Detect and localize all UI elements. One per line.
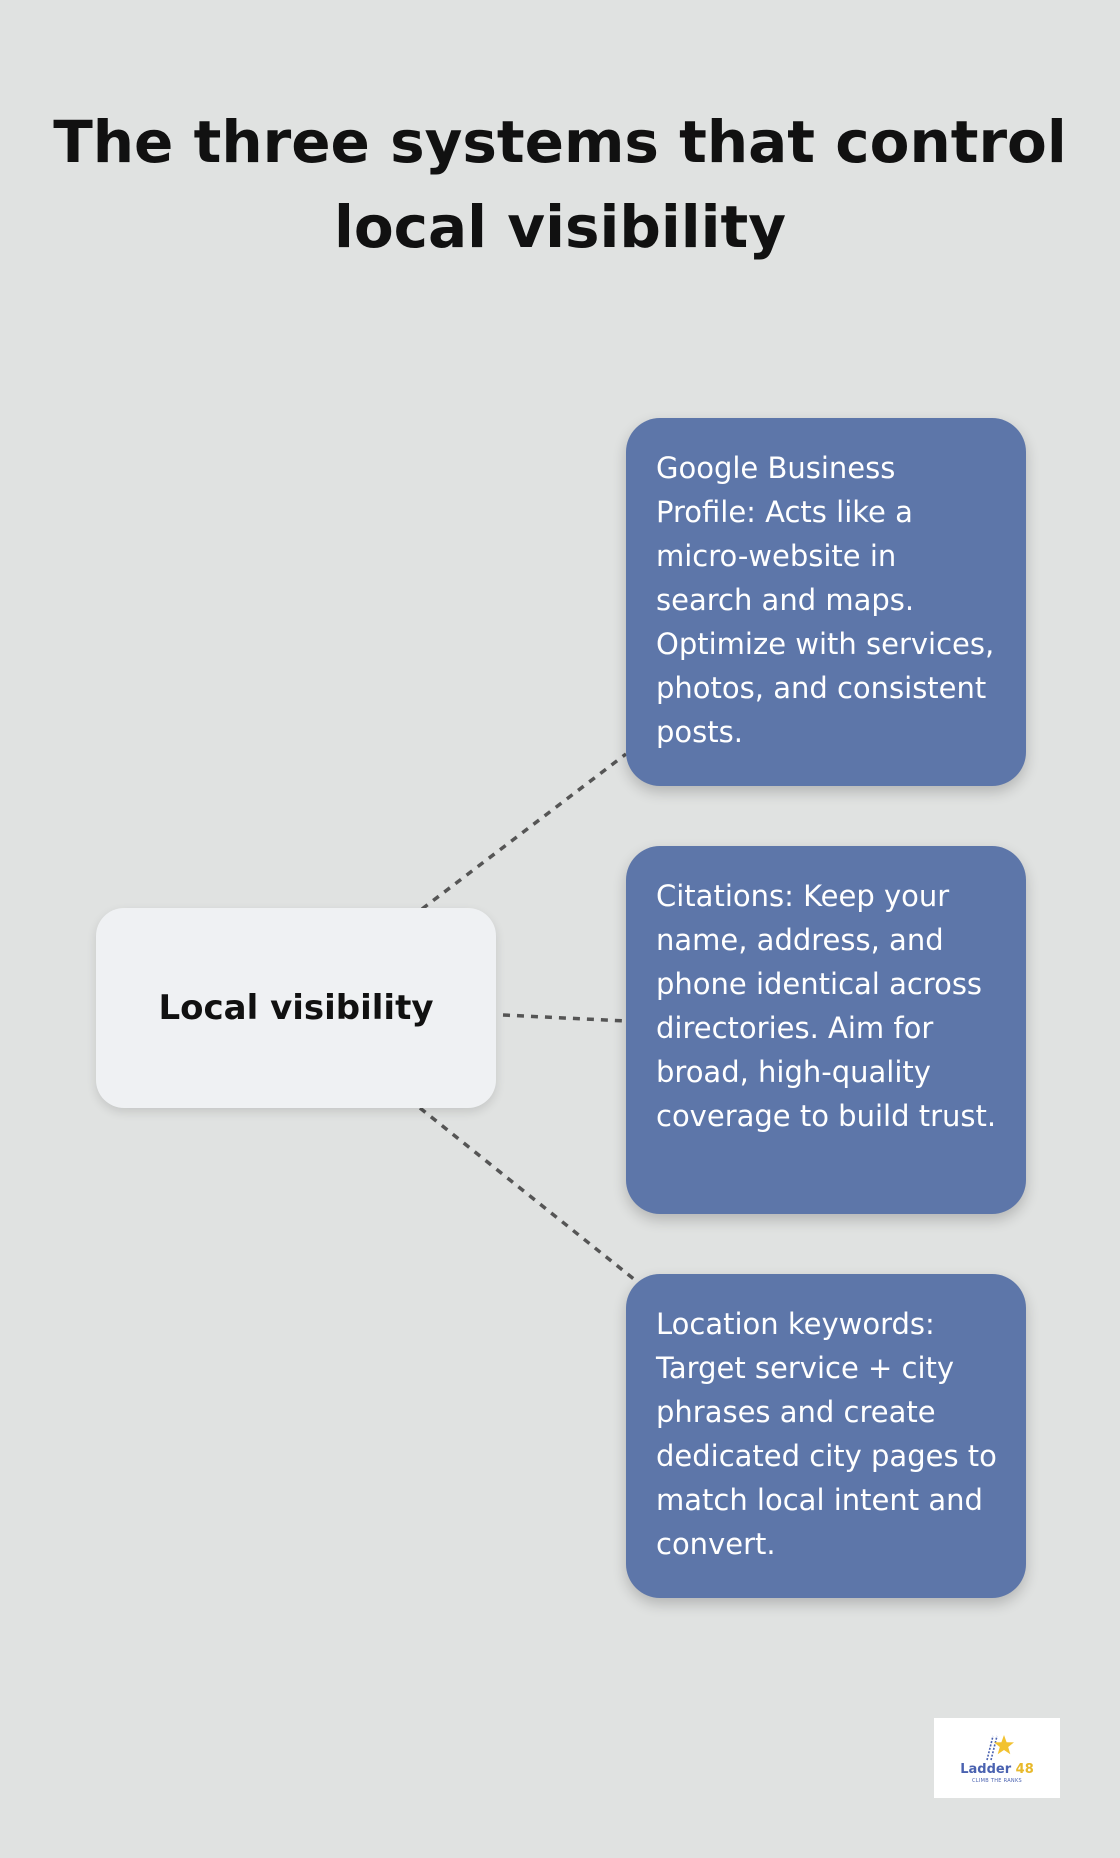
page-title: The three systems that control local vis… <box>53 108 1067 261</box>
logo-wordmark: Ladder 48 <box>960 1761 1034 1777</box>
branch-card-text: Location keywords: Target service + city… <box>656 1307 997 1561</box>
branch-card-text: Google Business Profile: Acts like a mic… <box>656 451 995 749</box>
branch-card-citations: Citations: Keep your name, address, and … <box>626 846 1026 1214</box>
brand-logo: Ladder 48 CLIMB THE RANKS <box>934 1718 1060 1798</box>
branch-card-google-business-profile: Google Business Profile: Acts like a mic… <box>626 418 1026 786</box>
connector-line-2 <box>502 1013 627 1023</box>
center-node: Local visibility <box>96 908 496 1108</box>
branch-card-location-keywords: Location keywords: Target service + city… <box>626 1274 1026 1598</box>
ladder-star-icon <box>986 1734 1014 1760</box>
connector-line-1 <box>420 752 628 911</box>
branch-card-text: Citations: Keep your name, address, and … <box>656 879 997 1133</box>
center-node-label: Local visibility <box>158 988 434 1028</box>
connector-line-3 <box>418 1106 642 1286</box>
logo-tagline: CLIMB THE RANKS <box>971 1777 1023 1784</box>
